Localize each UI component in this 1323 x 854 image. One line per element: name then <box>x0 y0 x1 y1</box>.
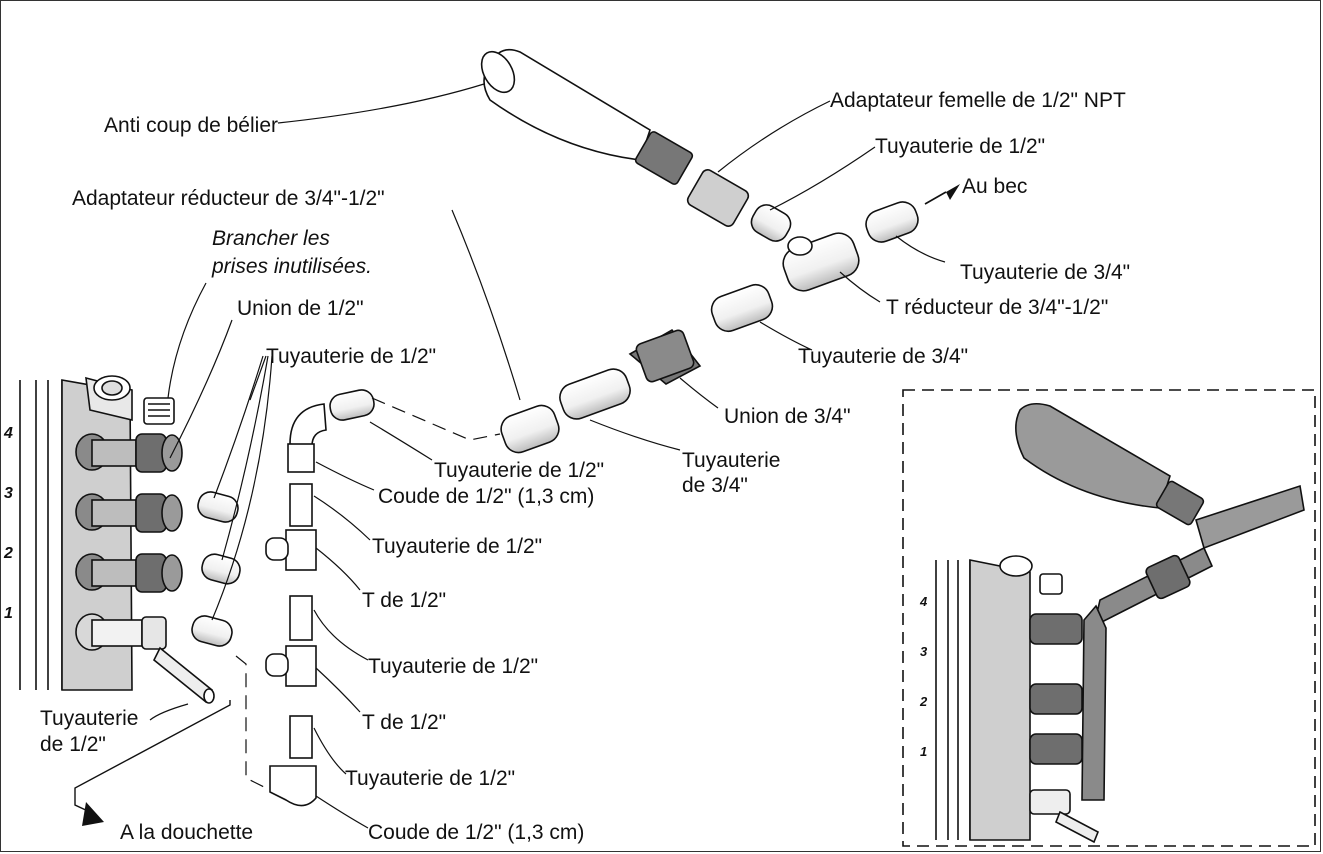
label-tuyauterie-34-low-line1: Tuyauterie <box>682 449 781 472</box>
label-tuyauterie-half-3: Tuyauterie de 1/2" <box>345 767 516 790</box>
label-brancher-line1: Brancher les <box>212 227 330 250</box>
inset-valve-number-3: 3 <box>920 644 928 659</box>
label-tuyauterie-half-bl-line1: Tuyauterie <box>40 707 139 730</box>
label-t-reducteur: T réducteur de 3/4"-1/2" <box>886 296 1109 319</box>
label-coude-top: Coude de 1/2" (1,3 cm) <box>378 485 595 508</box>
douchette-line <box>74 700 231 813</box>
valve-outlets <box>75 433 215 704</box>
label-tuyauterie-34-right: Tuyauterie de 3/4" <box>960 261 1131 284</box>
label-a-la-douchette: A la douchette <box>120 821 254 844</box>
label-t-half-2: T de 1/2" <box>362 711 447 734</box>
valve-number-2: 2 <box>3 545 13 562</box>
label-tuyauterie-half-top: Tuyauterie de 1/2" <box>875 135 1046 158</box>
inset-valve-number-4: 4 <box>919 594 928 609</box>
valve-number-3: 3 <box>4 485 13 502</box>
label-tuyauterie-half-2: Tuyauterie de 1/2" <box>368 655 539 678</box>
vertical-riser <box>265 389 375 807</box>
pipe-nipples <box>191 491 241 647</box>
label-tuyauterie-34-low-line2: de 3/4" <box>682 474 748 497</box>
inset-valve-numbers: 4 3 2 1 <box>919 594 928 759</box>
label-brancher-line2: prises inutilisées. <box>212 255 372 278</box>
label-au-bec: Au bec <box>962 175 1028 198</box>
valve-number-4: 4 <box>3 425 13 442</box>
inset-valve-number-2: 2 <box>919 694 928 709</box>
arrow-douchette <box>82 802 104 826</box>
label-anti-coup-de-belier: Anti coup de bélier <box>104 114 278 137</box>
label-adaptateur-reducteur: Adaptateur réducteur de 3/4"-1/2" <box>72 187 385 210</box>
dashed-guides <box>235 397 501 791</box>
label-union-34: Union de 3/4" <box>724 405 851 428</box>
label-tuyauterie-half-bl-line2: de 1/2" <box>40 733 106 756</box>
plug-fitting <box>143 397 175 425</box>
water-hammer-arrestor <box>480 48 792 242</box>
label-tuyauterie-half-mid: Tuyauterie de 1/2" <box>434 459 605 482</box>
label-union-half: Union de 1/2" <box>237 297 364 320</box>
arrow-au-bec <box>946 184 960 200</box>
label-coude-bottom: Coude de 1/2" (1,3 cm) <box>368 821 585 844</box>
valve-numbers: 4 3 2 1 <box>3 425 13 622</box>
main-diagonal-line <box>500 201 919 454</box>
leader-lines <box>149 83 946 829</box>
label-adaptateur-femelle: Adaptateur femelle de 1/2" NPT <box>830 89 1126 112</box>
valve-number-1: 1 <box>4 605 13 622</box>
label-tuyauterie-34-mid: Tuyauterie de 3/4" <box>798 345 969 368</box>
assembled-view-inset <box>902 389 1316 847</box>
label-tuyauterie-half-1: Tuyauterie de 1/2" <box>372 535 543 558</box>
label-tuyauterie-half-left: Tuyauterie de 1/2" <box>266 345 437 368</box>
inset-valve-number-1: 1 <box>920 744 927 759</box>
label-t-half-1: T de 1/2" <box>362 589 447 612</box>
inset-drawing <box>935 402 1305 844</box>
